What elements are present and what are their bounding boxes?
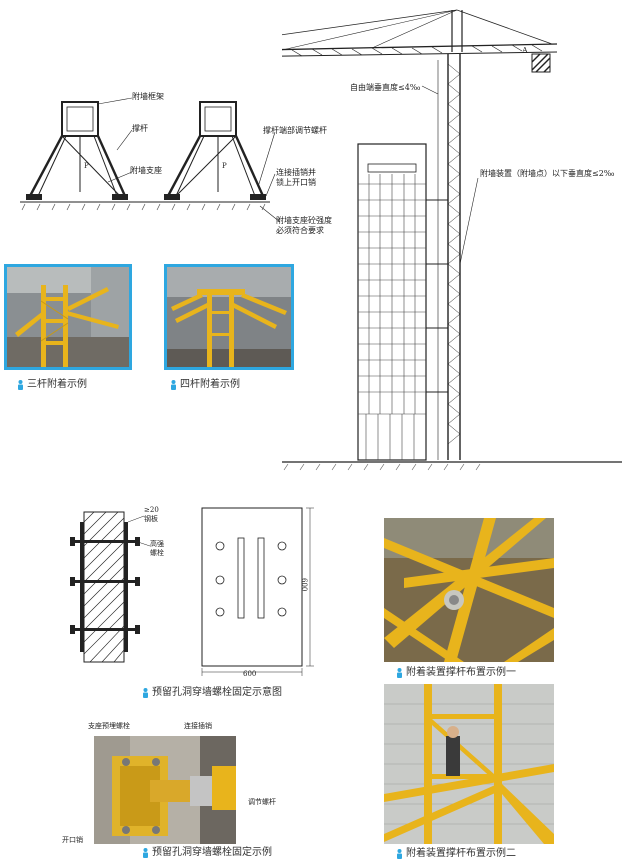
caption-four-rod-text: 四杆附着示例	[180, 379, 240, 390]
caption-bolt-example-text: 预留孔洞穿墙螺栓固定示例	[152, 847, 272, 858]
photo-layout-one	[384, 518, 554, 662]
label-pin: 连接插销并	[276, 168, 316, 177]
pin-icon	[143, 847, 148, 858]
label-connect-pin: 连接插销	[184, 722, 212, 730]
label-strength2: 必须符合要求	[276, 226, 324, 235]
label-thickness: ≥20	[144, 506, 159, 514]
label-attach-vertical: 附墙装置（附墙点）以下垂直度≤2‰	[480, 169, 615, 178]
photo-bolt-example	[94, 736, 236, 844]
label-support: 附墙支座	[130, 166, 162, 175]
label-p-right: P	[222, 162, 227, 170]
caption-layout-one: 附着装置撑杆布置示例一	[396, 666, 516, 679]
label-p-left: P	[84, 162, 89, 170]
brace-diagram-svg	[20, 97, 281, 223]
label-embedded-bolt: 支座预埋螺栓	[88, 722, 130, 730]
pin-icon	[171, 379, 176, 390]
dim-height: 600	[300, 578, 308, 592]
crane-diagram-svg	[282, 9, 622, 471]
pin-icon	[18, 379, 23, 390]
label-free-vertical: 自由端垂直度≤4‰	[350, 83, 421, 92]
caption-bolt-schematic: 预留孔洞穿墙螺栓固定示意图	[142, 686, 282, 699]
caption-three-rod-text: 三杆附着示例	[27, 379, 87, 390]
photo-four-rod	[164, 264, 294, 370]
label-hook-letter: A	[522, 46, 528, 55]
label-strength: 附墙支座砼强度	[276, 216, 332, 225]
pin-icon	[397, 848, 402, 859]
crane-diagram: A 自由端垂直度≤4‰ 附墙装置（附墙点）以下垂直度≤2‰	[282, 4, 622, 476]
pin-icon	[143, 687, 148, 698]
caption-bolt-example: 预留孔洞穿墙螺栓固定示例	[142, 846, 272, 859]
caption-layout-one-text: 附着装置撑杆布置示例一	[406, 667, 516, 678]
label-pin2: 锁上开口销	[276, 178, 316, 187]
caption-layout-two: 附着装置撑杆布置示例二	[396, 847, 516, 860]
caption-bolt-schematic-text: 预留孔洞穿墙螺栓固定示意图	[152, 687, 282, 698]
brace-diagram: 附墙框架 撑杆 附墙支座 撑杆端部调节螺杆 连接插销并 锁上开口销 附墙支座砼强…	[20, 92, 350, 242]
caption-three-rod: 三杆附着示例	[17, 378, 87, 391]
photo-three-rod	[4, 264, 132, 370]
label-rod-adjust: 撑杆端部调节螺杆	[263, 126, 327, 135]
label-high: 高强	[150, 540, 164, 548]
label-plate: 钢板	[144, 515, 158, 523]
caption-layout-two-text: 附着装置撑杆布置示例二	[406, 848, 516, 859]
photo-layout-two	[384, 684, 554, 844]
label-rod: 撑杆	[132, 124, 148, 133]
dim-width: 600	[243, 670, 257, 678]
label-bolt: 螺栓	[150, 549, 164, 557]
label-adjust-screw: 调节螺杆	[248, 798, 276, 806]
caption-four-rod: 四杆附着示例	[170, 378, 240, 391]
bolt-diagram: ≥20 钢板 高强 螺栓 600 600	[66, 502, 332, 682]
label-cotter-pin: 开口销	[62, 836, 83, 844]
label-frame: 附墙框架	[132, 92, 164, 101]
pin-icon	[397, 667, 402, 678]
